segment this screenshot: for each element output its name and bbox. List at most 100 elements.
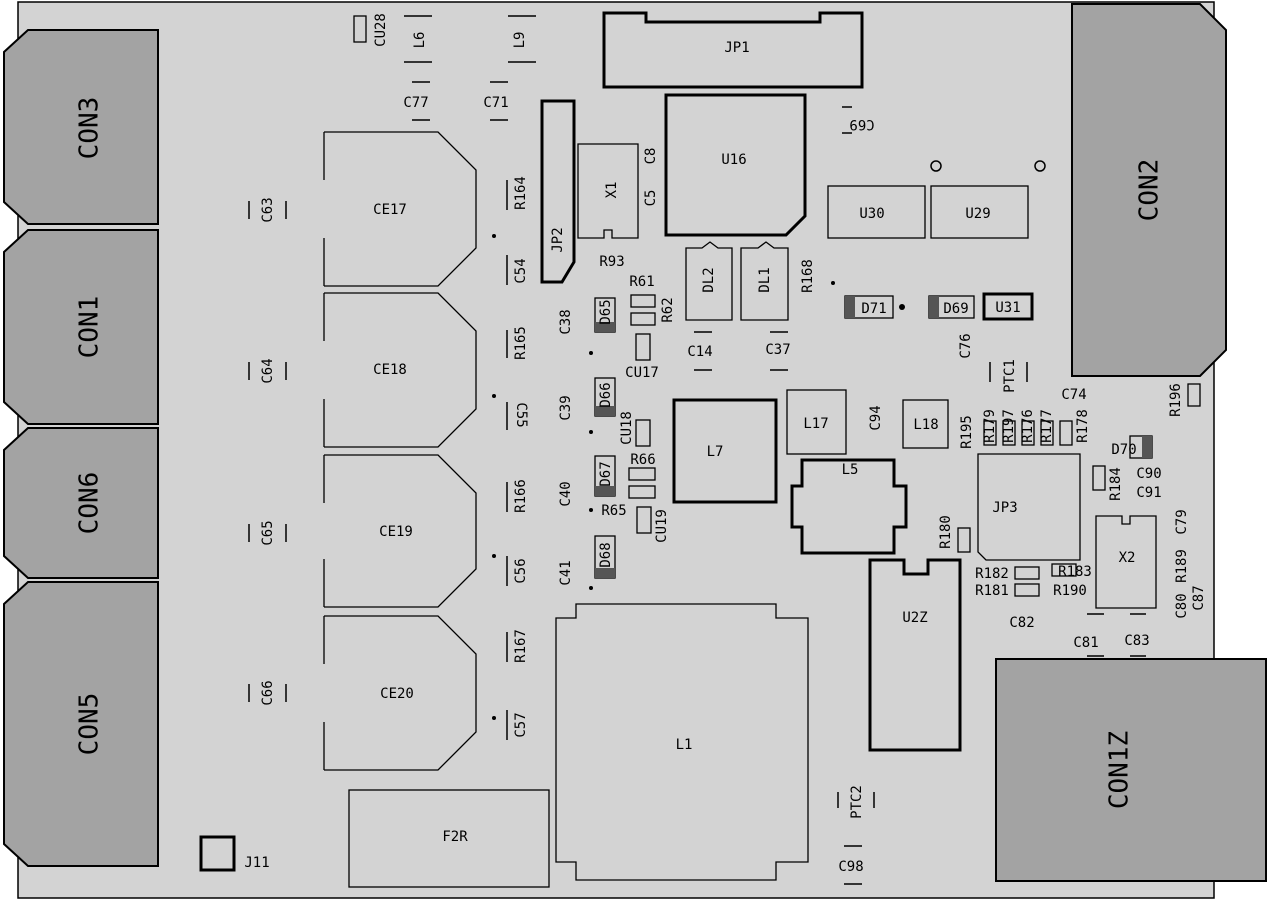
- c40-label: C40: [558, 481, 574, 506]
- r184-label: R184: [1108, 467, 1124, 501]
- cu18-capacitor: CU18: [619, 411, 651, 447]
- r196-resistor: R196: [1168, 383, 1201, 417]
- c37-label: C37: [765, 342, 790, 358]
- r165-label: R165: [513, 326, 529, 360]
- d68-diode: D68: [589, 535, 616, 590]
- ptc1-fuse: PTC1: [989, 359, 1028, 393]
- ptc2-label: PTC2: [849, 785, 865, 819]
- ce20-label: CE20: [380, 686, 414, 702]
- l17-inductor: L17: [786, 389, 847, 455]
- ce18-label: CE18: [373, 362, 407, 378]
- c37-capacitor: C37: [765, 331, 791, 371]
- c8-label: C8: [643, 148, 659, 165]
- c91-label: C91: [1136, 485, 1161, 501]
- connector-con3: CON3: [3, 29, 159, 225]
- ce19-label: CE19: [379, 524, 413, 540]
- r168-label: R168: [800, 259, 816, 293]
- r66-label: R66: [630, 452, 655, 468]
- c77-label: C77: [403, 95, 428, 111]
- c66-label: C66: [260, 680, 276, 705]
- u29-label: U29: [965, 206, 990, 222]
- l5-inductor: L5: [790, 458, 908, 555]
- l1-inductor: L1: [555, 603, 809, 881]
- r182-label: R182: [975, 566, 1009, 582]
- r166-label: R166: [513, 479, 529, 513]
- connector-con2: CON2: [1071, 3, 1227, 377]
- r178-label: R178: [1075, 409, 1091, 443]
- resistor-bank: [983, 420, 1073, 446]
- c77-capacitor: C77: [403, 81, 430, 121]
- jp3-header: JP3: [977, 453, 1081, 561]
- c56-label: C56: [513, 558, 529, 583]
- r190-label: R190: [1053, 583, 1087, 599]
- connector-con1z: CON1Z: [995, 658, 1267, 882]
- l7-inductor: L7: [672, 398, 778, 504]
- u2z-chip: U2Z: [868, 558, 962, 752]
- c66-capacitor: C66: [248, 680, 287, 706]
- c64-capacitor: C64: [248, 358, 287, 384]
- c82-label: C82: [1009, 615, 1034, 631]
- c69-label: C69: [849, 116, 874, 132]
- c63-capacitor: C63: [248, 197, 287, 223]
- ce17-label: CE17: [373, 202, 407, 218]
- c65-capacitor: C65: [248, 520, 287, 546]
- c81-label: C81: [1073, 635, 1098, 651]
- c79-label: C79: [1174, 509, 1190, 534]
- c54-label: C54: [513, 258, 529, 283]
- c64-label: C64: [260, 358, 276, 383]
- con6-label: CON6: [75, 472, 105, 535]
- cu17-label: CU17: [625, 365, 659, 381]
- r177-label: R177: [1039, 409, 1055, 443]
- jp1-header: JP1: [602, 11, 864, 89]
- r184-resistor: R184: [1092, 465, 1124, 501]
- d70-label: D70: [1111, 442, 1136, 458]
- d67-label: D67: [598, 461, 614, 486]
- dl2-diode: DL2: [685, 241, 733, 321]
- connector-con5: CON5: [3, 581, 159, 867]
- d66-label: D66: [598, 382, 614, 407]
- connector-con1: CON1: [3, 229, 159, 425]
- f2r-fuse: F2R: [348, 789, 550, 888]
- c87-label: C87: [1191, 585, 1207, 610]
- l17-label: L17: [803, 416, 828, 432]
- dl1-label: DL1: [757, 267, 773, 292]
- c55-label: C55: [513, 402, 529, 427]
- r164-label: R164: [513, 176, 529, 210]
- r196-label: R196: [1168, 383, 1184, 417]
- r62-label: R62: [660, 297, 676, 322]
- cu19-label: CU19: [654, 509, 670, 543]
- d69-label: D69: [943, 301, 968, 317]
- jp2-header: JP2: [540, 99, 576, 284]
- x2-label: X2: [1119, 550, 1136, 566]
- l5-label: L5: [842, 462, 859, 478]
- ce20-capacitor: CE20: [323, 615, 496, 771]
- c98-label: C98: [838, 859, 863, 875]
- j11-label: J11: [244, 855, 269, 871]
- d67-diode: D67: [589, 455, 616, 512]
- l18-label: L18: [913, 417, 938, 433]
- con1z-label: CON1Z: [1105, 731, 1135, 809]
- f2r-label: F2R: [442, 829, 468, 845]
- c65-label: C65: [260, 520, 276, 545]
- con1-label: CON1: [75, 296, 105, 359]
- ce17-capacitor: CE17: [323, 131, 496, 287]
- c98-capacitor: C98: [838, 845, 864, 885]
- con2-label: CON2: [1135, 159, 1165, 222]
- x1-crystal: X1: [577, 143, 639, 239]
- ce18-capacitor: CE18: [323, 292, 496, 448]
- r176-label: R176: [1020, 409, 1036, 443]
- d66-diode: D66: [589, 377, 616, 434]
- c5-label: C5: [643, 190, 659, 207]
- con3-label: CON3: [75, 97, 105, 160]
- c14-label: C14: [687, 344, 712, 360]
- cu19-capacitor: CU19: [636, 506, 670, 543]
- c71-label: C71: [483, 95, 508, 111]
- l1-label: L1: [676, 737, 693, 753]
- ptc2-fuse: PTC2: [837, 785, 875, 819]
- l18-inductor: L18: [902, 399, 949, 449]
- ptc1-label: PTC1: [1002, 359, 1018, 393]
- cu28-capacitor: CU28: [353, 13, 389, 47]
- d68-label: D68: [598, 542, 614, 567]
- u30-label: U30: [859, 206, 884, 222]
